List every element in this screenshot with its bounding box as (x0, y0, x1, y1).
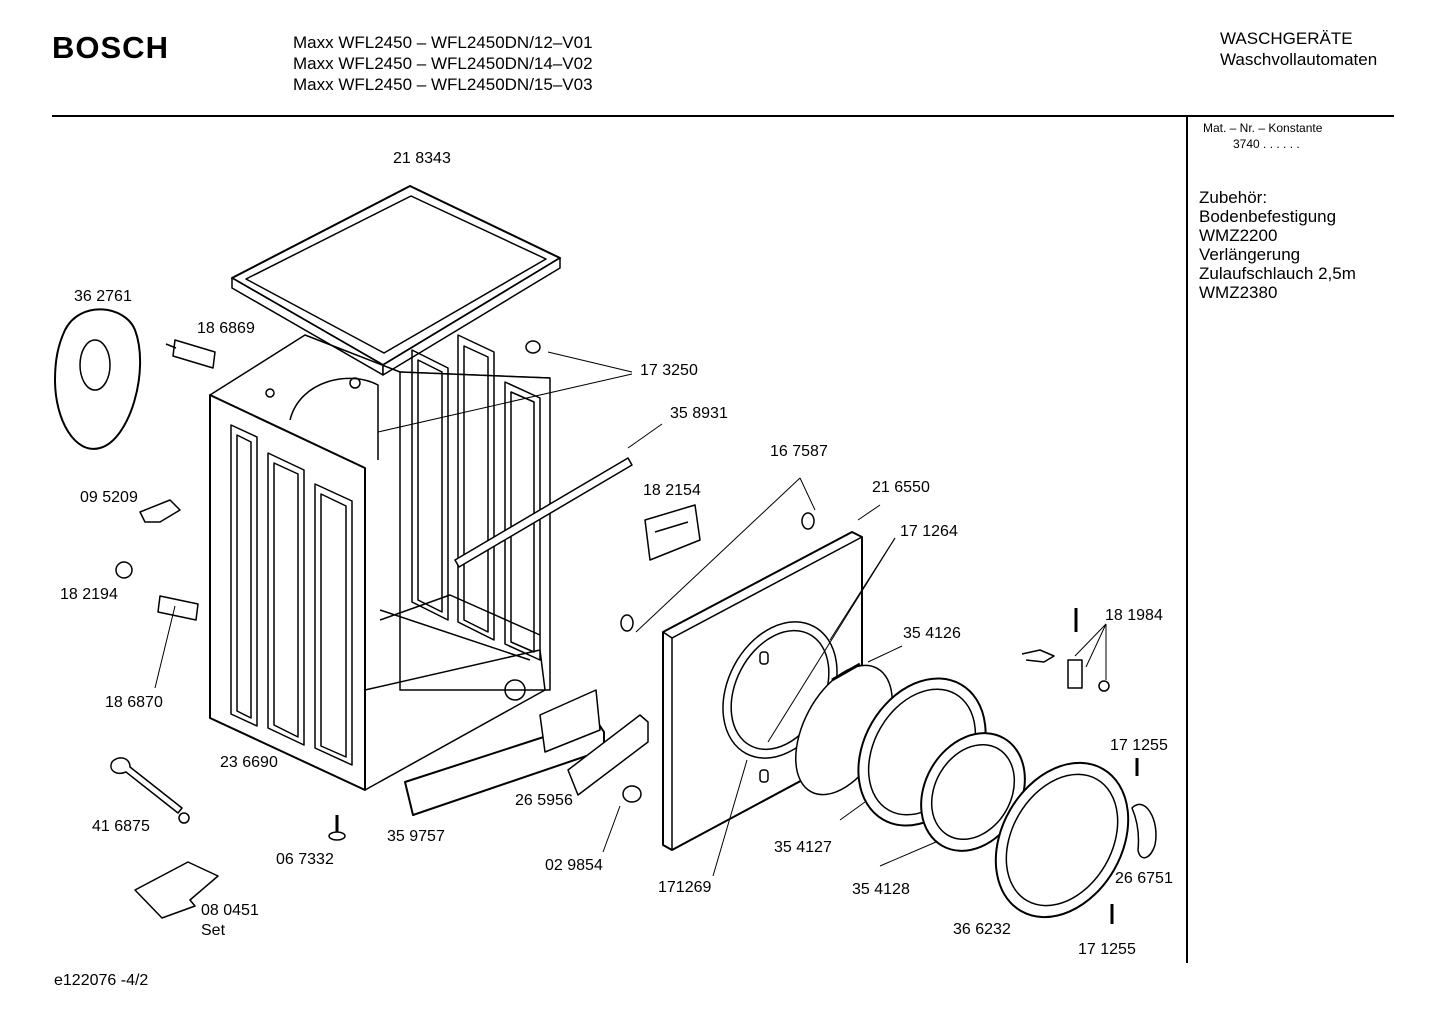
part-label: 18 6869 (197, 320, 255, 337)
latch-part (1067, 659, 1083, 689)
knob-part (622, 785, 642, 803)
header-divider (52, 115, 1394, 117)
part-label: Set (201, 922, 226, 939)
part-label: 16 7587 (770, 443, 828, 460)
part-label: 18 2194 (60, 586, 118, 603)
brand-logo: BOSCH (52, 30, 169, 65)
model-line: Maxx WFL2450 – WFL2450DN/15–V03 (293, 75, 593, 94)
part-label: 36 6232 (953, 921, 1011, 938)
part-label: 35 4126 (903, 625, 961, 642)
part-label: 02 9854 (545, 857, 603, 874)
screw-part (1098, 680, 1110, 692)
clip-part (620, 614, 634, 632)
exploded-parts-diagram (54, 185, 1157, 924)
door-lock-part (644, 504, 701, 561)
part-label: 26 5956 (515, 792, 573, 809)
detergent-drawer-part (404, 689, 605, 816)
cross-brace-part (454, 457, 633, 568)
part-label: 36 2761 (74, 288, 132, 305)
model-list: Maxx WFL2450 – WFL2450DN/12–V01 Maxx WFL… (293, 32, 593, 95)
adjustable-foot-part (328, 815, 346, 841)
part-label: 21 8343 (393, 150, 451, 167)
leader-lines (154, 351, 1107, 877)
model-line: Maxx WFL2450 – WFL2450DN/14–V02 (293, 54, 593, 73)
category-line: Waschvollautomaten (1220, 50, 1378, 69)
part-label: 17 1255 (1110, 737, 1168, 754)
hinge-part (1021, 649, 1055, 663)
category-line: WASCHGERÄTE (1220, 29, 1353, 48)
part-label: 06 7332 (276, 851, 334, 868)
outer-door-ring-part (994, 761, 1130, 919)
part-label: 08 0451 (201, 902, 259, 919)
spring-part (831, 662, 861, 682)
door-handle-part (1131, 803, 1157, 859)
clip-part (801, 512, 815, 530)
part-label: 18 6870 (105, 694, 163, 711)
accessory-line: Bodenbefestigung (1199, 207, 1337, 226)
clip-part (525, 340, 541, 354)
rear-cover-part (54, 308, 142, 450)
part-label: 23 6690 (220, 754, 278, 771)
part-label: 35 4127 (774, 839, 832, 856)
part-label: 18 1984 (1105, 607, 1163, 624)
shock-absorber-upper-part (165, 339, 216, 369)
cabinet-part (209, 334, 551, 791)
accessories-heading: Zubehör: (1199, 188, 1268, 207)
part-label: 09 5209 (80, 489, 138, 506)
part-label: 35 8931 (670, 405, 728, 422)
material-number-label: Mat. – Nr. – Konstante (1203, 121, 1323, 135)
wrench-part (110, 757, 190, 824)
bracket-part (139, 499, 181, 523)
part-label: 35 4128 (852, 881, 910, 898)
accessory-line: Zulaufschlauch 2,5m (1199, 264, 1356, 283)
part-label: 17 1264 (900, 523, 958, 540)
material-number-block: Mat. – Nr. – Konstante 3740 . . . . . . (1203, 120, 1322, 152)
model-line: Maxx WFL2450 – WFL2450DN/12–V01 (293, 33, 593, 52)
shock-absorber-lower-part (157, 595, 199, 621)
part-label: 35 9757 (387, 828, 445, 845)
top-cover-part (231, 185, 561, 376)
bushing-part (115, 561, 133, 579)
drawer-handle-part (567, 714, 649, 796)
document-id: e122076 -4/2 (54, 972, 149, 989)
sidebar-divider (1186, 117, 1188, 963)
accessories-block: Zubehör: Bodenbefestigung WMZ2200 Verlän… (1199, 188, 1356, 302)
transport-lock-plate-part (134, 861, 219, 919)
accessory-line: WMZ2200 (1199, 226, 1278, 245)
part-label: 18 2154 (643, 482, 701, 499)
part-label: 41 6875 (92, 818, 150, 835)
accessory-line: Verlängerung (1199, 245, 1301, 264)
accessory-line: WMZ2380 (1199, 283, 1278, 302)
part-label: 171269 (658, 879, 712, 896)
material-number-value: 3740 . . . . . . (1233, 137, 1300, 151)
part-label: 17 1255 (1078, 941, 1136, 958)
part-label: 17 3250 (640, 362, 698, 379)
part-label: 26 6751 (1115, 870, 1173, 887)
category-title: WASCHGERÄTE Waschvollautomaten (1220, 28, 1377, 70)
part-label: 21 6550 (872, 479, 930, 496)
